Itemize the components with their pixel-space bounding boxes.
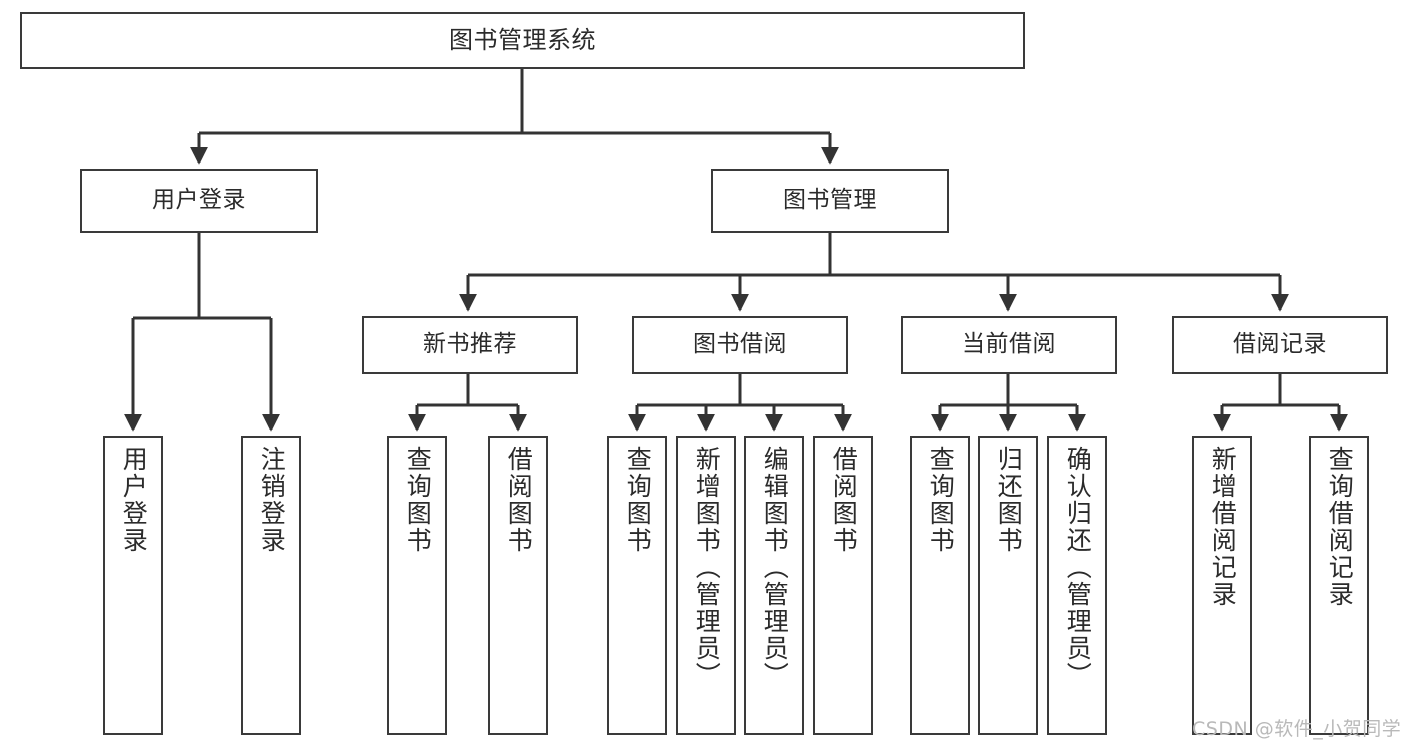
node-borrow-record-label: 借阅记录 xyxy=(1233,331,1327,358)
node-book-management[interactable]: 图书管理 xyxy=(711,169,949,233)
node-new-book-recommend[interactable]: 新书推荐 xyxy=(362,316,578,374)
node-root-system-label: 图书管理系统 xyxy=(449,26,596,55)
node-borrow-record[interactable]: 借阅记录 xyxy=(1172,316,1388,374)
leaf-book-borrow-borrow[interactable]: 借阅图书 xyxy=(813,436,873,735)
leaf-user-login-login-label: 用户登录 xyxy=(119,446,149,554)
leaf-current-borrow-confirm-label: 确认归还（管理员） xyxy=(1063,446,1093,689)
node-book-borrow-label: 图书借阅 xyxy=(693,331,787,358)
node-new-book-recommend-label: 新书推荐 xyxy=(423,331,517,358)
csdn-watermark: CSDN @软件_小贺同学 xyxy=(1192,718,1402,740)
leaf-current-borrow-return[interactable]: 归还图书 xyxy=(978,436,1038,735)
leaf-user-login-login[interactable]: 用户登录 xyxy=(103,436,163,735)
leaf-borrow-record-add-label: 新增借阅记录 xyxy=(1208,446,1238,608)
leaf-new-book-query-label: 查询图书 xyxy=(403,446,433,554)
leaf-new-book-borrow-label: 借阅图书 xyxy=(504,446,534,554)
leaf-book-borrow-add-label: 新增图书（管理员） xyxy=(692,446,722,689)
leaf-user-login-logout-label: 注销登录 xyxy=(257,446,287,554)
leaf-current-borrow-query[interactable]: 查询图书 xyxy=(910,436,970,735)
node-book-management-label: 图书管理 xyxy=(783,187,877,214)
leaf-current-borrow-confirm[interactable]: 确认归还（管理员） xyxy=(1047,436,1107,735)
leaf-book-borrow-edit[interactable]: 编辑图书（管理员） xyxy=(744,436,804,735)
leaf-user-login-logout[interactable]: 注销登录 xyxy=(241,436,301,735)
leaf-borrow-record-query[interactable]: 查询借阅记录 xyxy=(1309,436,1369,735)
node-root-system[interactable]: 图书管理系统 xyxy=(20,12,1025,69)
leaf-current-borrow-query-label: 查询图书 xyxy=(926,446,956,554)
leaf-book-borrow-edit-label: 编辑图书（管理员） xyxy=(760,446,790,689)
node-user-login[interactable]: 用户登录 xyxy=(80,169,318,233)
node-book-borrow[interactable]: 图书借阅 xyxy=(632,316,848,374)
node-current-borrow-label: 当前借阅 xyxy=(962,331,1056,358)
leaf-book-borrow-add[interactable]: 新增图书（管理员） xyxy=(676,436,736,735)
node-current-borrow[interactable]: 当前借阅 xyxy=(901,316,1117,374)
leaf-current-borrow-return-label: 归还图书 xyxy=(994,446,1024,554)
leaf-book-borrow-borrow-label: 借阅图书 xyxy=(829,446,859,554)
leaf-new-book-borrow[interactable]: 借阅图书 xyxy=(488,436,548,735)
leaf-new-book-query[interactable]: 查询图书 xyxy=(387,436,447,735)
leaf-borrow-record-query-label: 查询借阅记录 xyxy=(1325,446,1355,608)
node-user-login-label: 用户登录 xyxy=(152,187,246,214)
leaf-book-borrow-query-label: 查询图书 xyxy=(623,446,653,554)
leaf-book-borrow-query[interactable]: 查询图书 xyxy=(607,436,667,735)
leaf-borrow-record-add[interactable]: 新增借阅记录 xyxy=(1192,436,1252,735)
